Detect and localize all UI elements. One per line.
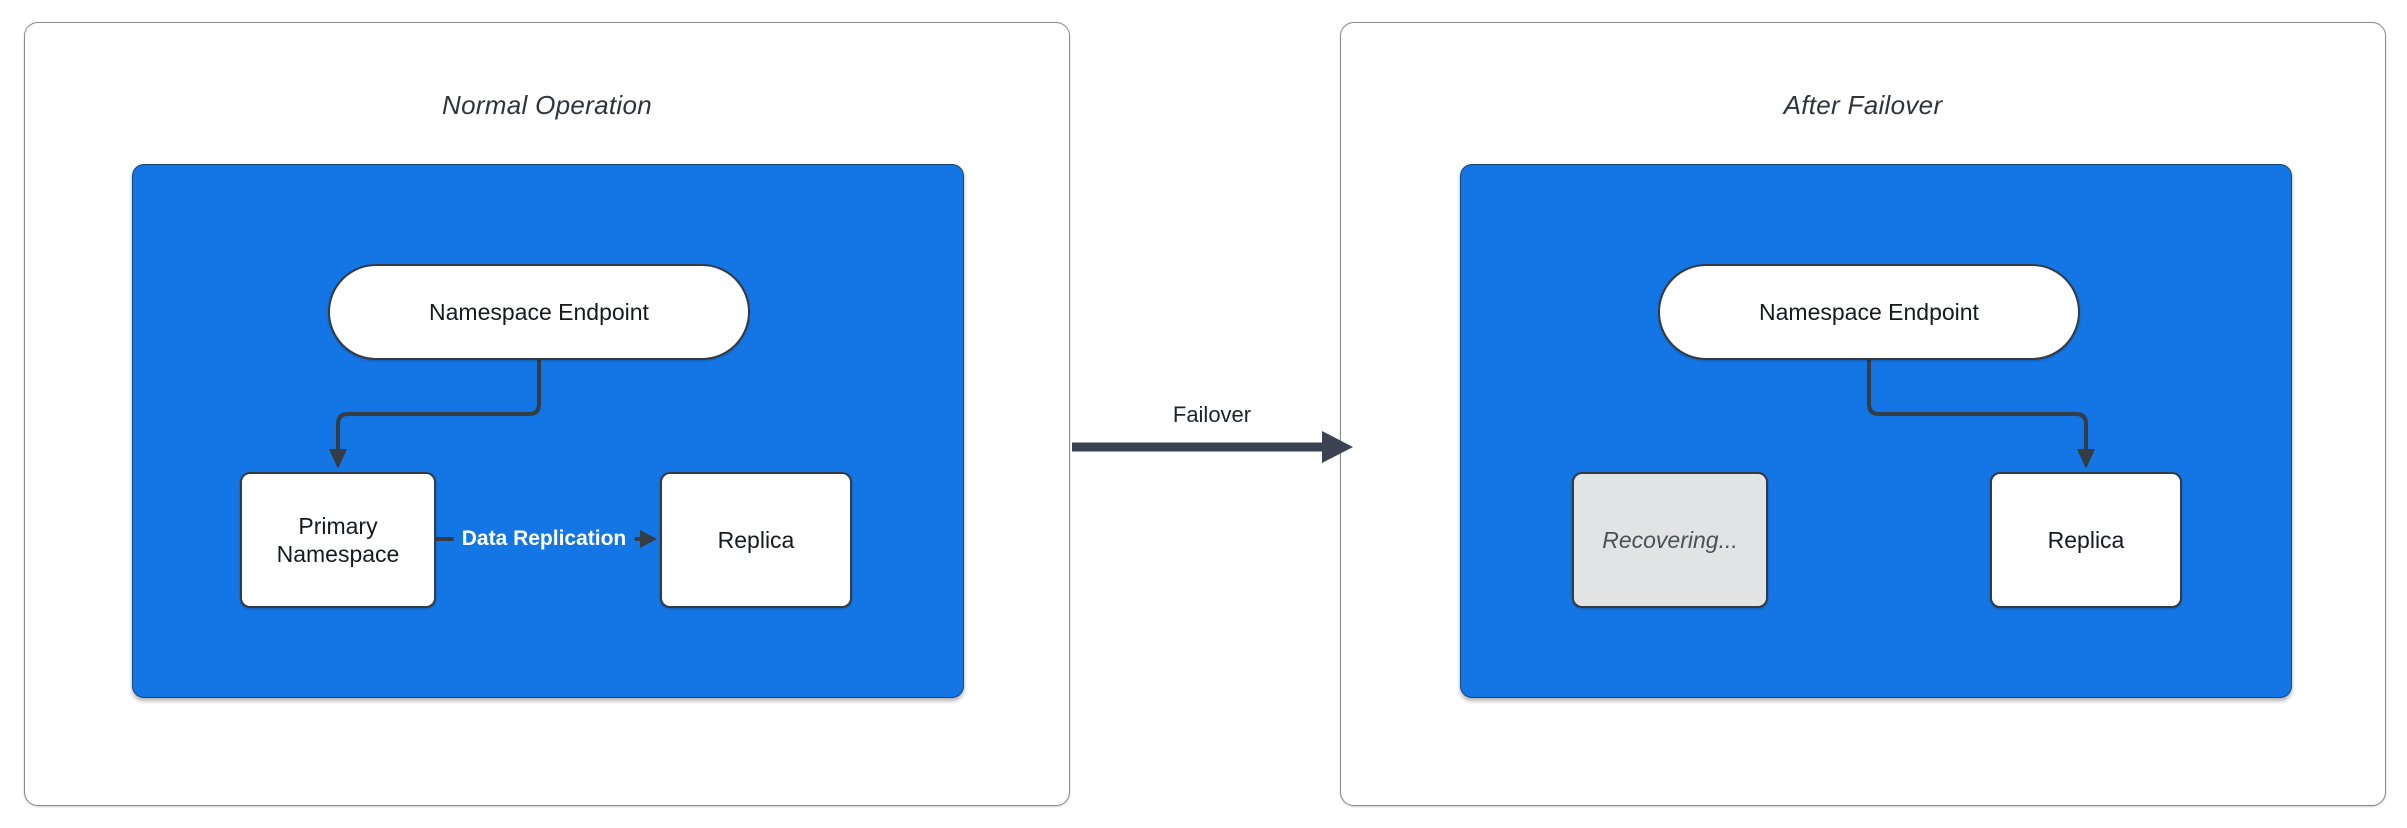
edge-label-data-replication: Data Replication <box>453 524 635 554</box>
node-recovering: Recovering... <box>1572 472 1768 608</box>
node-label: Recovering... <box>1602 527 1738 553</box>
node-label: Namespace Endpoint <box>1759 299 1979 325</box>
failover-label: Failover <box>1166 402 1258 428</box>
node-label: Replica <box>717 527 795 553</box>
cluster-after-failover-blue <box>1460 164 2292 698</box>
node-label: Replica <box>2047 527 2125 553</box>
node-namespace-endpoint-left: Namespace Endpoint <box>328 264 750 360</box>
node-replica-left: Replica <box>660 472 852 608</box>
node-label: Namespace Endpoint <box>429 299 649 325</box>
panel-title-after-failover: After Failover <box>1783 90 1943 120</box>
node-primary-namespace: Primary Namespace <box>240 472 436 608</box>
node-replica-right: Replica <box>1990 472 2182 608</box>
panel-title-normal-operation: Normal Operation <box>442 90 652 120</box>
node-namespace-endpoint-right: Namespace Endpoint <box>1658 264 2080 360</box>
node-label: Primary Namespace <box>276 513 400 567</box>
cluster-normal-operation-blue <box>132 164 964 698</box>
